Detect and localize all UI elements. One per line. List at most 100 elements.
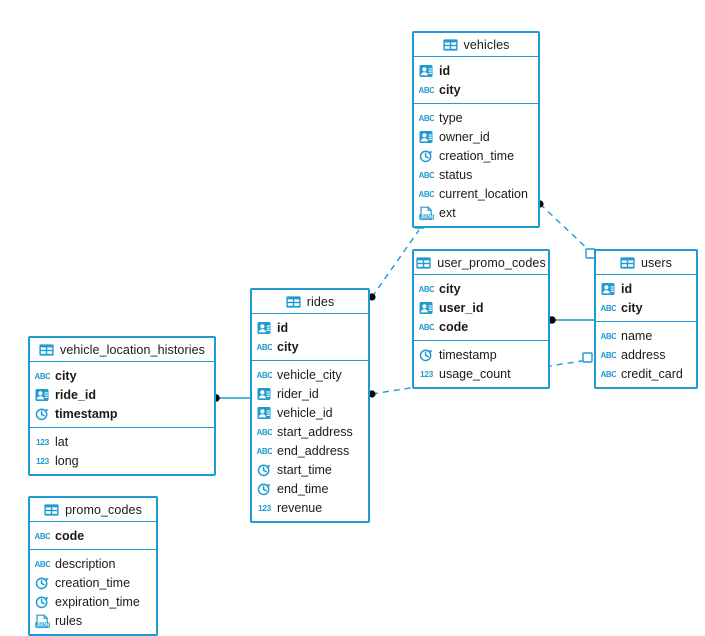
table-grid-icon [39, 343, 54, 356]
column-row[interactable]: ABC current_location [414, 184, 538, 203]
clock-icon [35, 576, 50, 590]
column-name: start_address [277, 424, 353, 439]
column-name: ext [439, 205, 456, 220]
column-name: current_location [439, 186, 528, 201]
column-name: vehicle_id [277, 405, 333, 420]
column-row[interactable]: ABC start_address [252, 422, 368, 441]
column-name: code [439, 319, 469, 334]
column-row[interactable]: creation_time [30, 573, 156, 592]
relationship-user-promo-codes-users [548, 316, 594, 324]
table-header-promo_codes[interactable]: promo_codes [30, 498, 156, 522]
svg-text:ABC: ABC [419, 285, 434, 294]
pk-column-row[interactable]: id [596, 279, 696, 298]
column-row[interactable]: start_time [252, 460, 368, 479]
table-header-vehicles[interactable]: vehicles [414, 33, 538, 57]
abc-string-icon: ABC [419, 187, 434, 201]
column-row[interactable]: owner_id [414, 127, 538, 146]
column-row[interactable]: vehicle_id [252, 403, 368, 422]
column-name: address [621, 347, 666, 362]
column-row[interactable]: rider_id [252, 384, 368, 403]
svg-text:ABC: ABC [257, 428, 272, 437]
table-grid-icon [286, 295, 301, 308]
table-header-users[interactable]: users [596, 251, 696, 275]
column-row[interactable]: creation_time [414, 146, 538, 165]
table-name: vehicle_location_histories [59, 342, 206, 357]
table-name: users [640, 255, 673, 270]
column-name: id [277, 320, 289, 335]
column-row[interactable]: timestamp [414, 345, 548, 364]
pk-column-row[interactable]: ride_id [30, 385, 214, 404]
abc-string-icon: ABC [601, 329, 616, 343]
column-name: lat [55, 434, 69, 449]
column-name: city [439, 281, 461, 296]
column-row[interactable]: ABC address [596, 345, 696, 364]
column-row[interactable]: end_time [252, 479, 368, 498]
pk-column-row[interactable]: id [252, 318, 368, 337]
column-name: city [621, 300, 643, 315]
table-header-rides[interactable]: rides [252, 290, 368, 314]
abc-string-icon: ABC [419, 111, 434, 125]
pk-column-row[interactable]: timestamp [30, 404, 214, 423]
clock-icon [35, 595, 50, 609]
id-card-icon [419, 301, 434, 315]
pk-column-row[interactable]: user_id [414, 298, 548, 317]
abc-string-icon: ABC [257, 368, 272, 382]
pk-column-row[interactable]: ABC city [252, 337, 368, 356]
abc-string-icon: ABC [35, 529, 50, 543]
pk-column-row[interactable]: id [414, 61, 538, 80]
table-header-user_promo_codes[interactable]: user_promo_codes [414, 251, 548, 275]
column-name: city [277, 339, 299, 354]
abc-string-icon: ABC [257, 340, 272, 354]
svg-text:ABC: ABC [419, 86, 434, 95]
column-name: rider_id [277, 386, 319, 401]
table-header-vehicle_location_histories[interactable]: vehicle_location_histories [30, 338, 214, 362]
column-row[interactable]: expiration_time [30, 592, 156, 611]
column-name: id [621, 281, 633, 296]
table-name: vehicles [463, 37, 510, 52]
pk-column-row[interactable]: ABC city [414, 279, 548, 298]
column-name: revenue [277, 500, 323, 515]
json-file-icon: JSON [35, 614, 50, 628]
clock-icon [257, 482, 272, 496]
svg-text:ABC: ABC [419, 114, 434, 123]
column-name: user_id [439, 300, 484, 315]
id-card-icon [601, 282, 616, 296]
svg-text:ABC: ABC [419, 171, 434, 180]
abc-string-icon: ABC [419, 282, 434, 296]
column-name: city [55, 368, 77, 383]
abc-string-icon: ABC [601, 348, 616, 362]
id-card-icon [35, 388, 50, 402]
column-name: start_time [277, 462, 332, 477]
id-card-icon [257, 321, 272, 335]
